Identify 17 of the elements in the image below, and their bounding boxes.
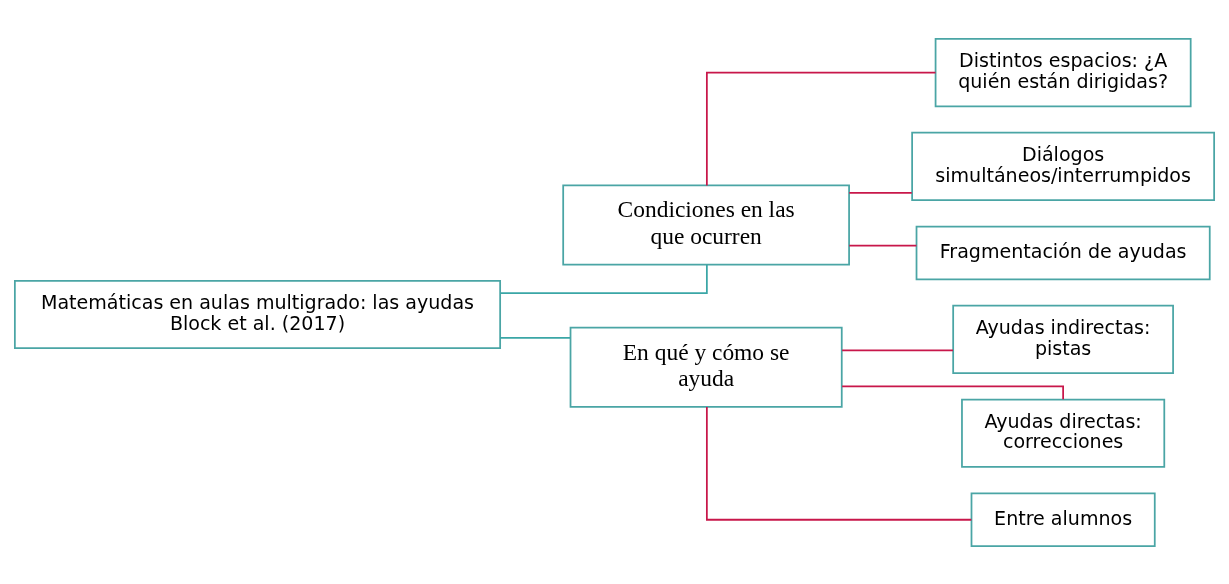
connector — [848, 244, 918, 246]
node-box: Entre alumnos — [970, 492, 1156, 547]
node-box: Fragmentación de ayudas — [915, 225, 1211, 280]
node-box: Condiciones en las que ocurren — [562, 184, 850, 265]
node-box: En qué y cómo se ayuda — [569, 326, 843, 408]
connector — [499, 336, 571, 339]
node-box: Diálogos simultáneos/interrumpidos — [911, 131, 1216, 201]
node-box: Ayudas indirectas: pistas — [952, 304, 1174, 374]
connector — [706, 71, 937, 186]
node-box: Ayudas directas: correcciones — [961, 398, 1166, 468]
connector — [841, 384, 1064, 400]
connector — [499, 263, 708, 294]
connector — [841, 349, 954, 351]
connector — [706, 405, 973, 521]
node-box: Matemáticas en aulas multigrado: las ayudas Block et al. (2017) — [13, 279, 501, 349]
connector — [848, 191, 913, 194]
node-box: Distintos espacios: ¿A quién están dirigidas? — [934, 37, 1192, 107]
